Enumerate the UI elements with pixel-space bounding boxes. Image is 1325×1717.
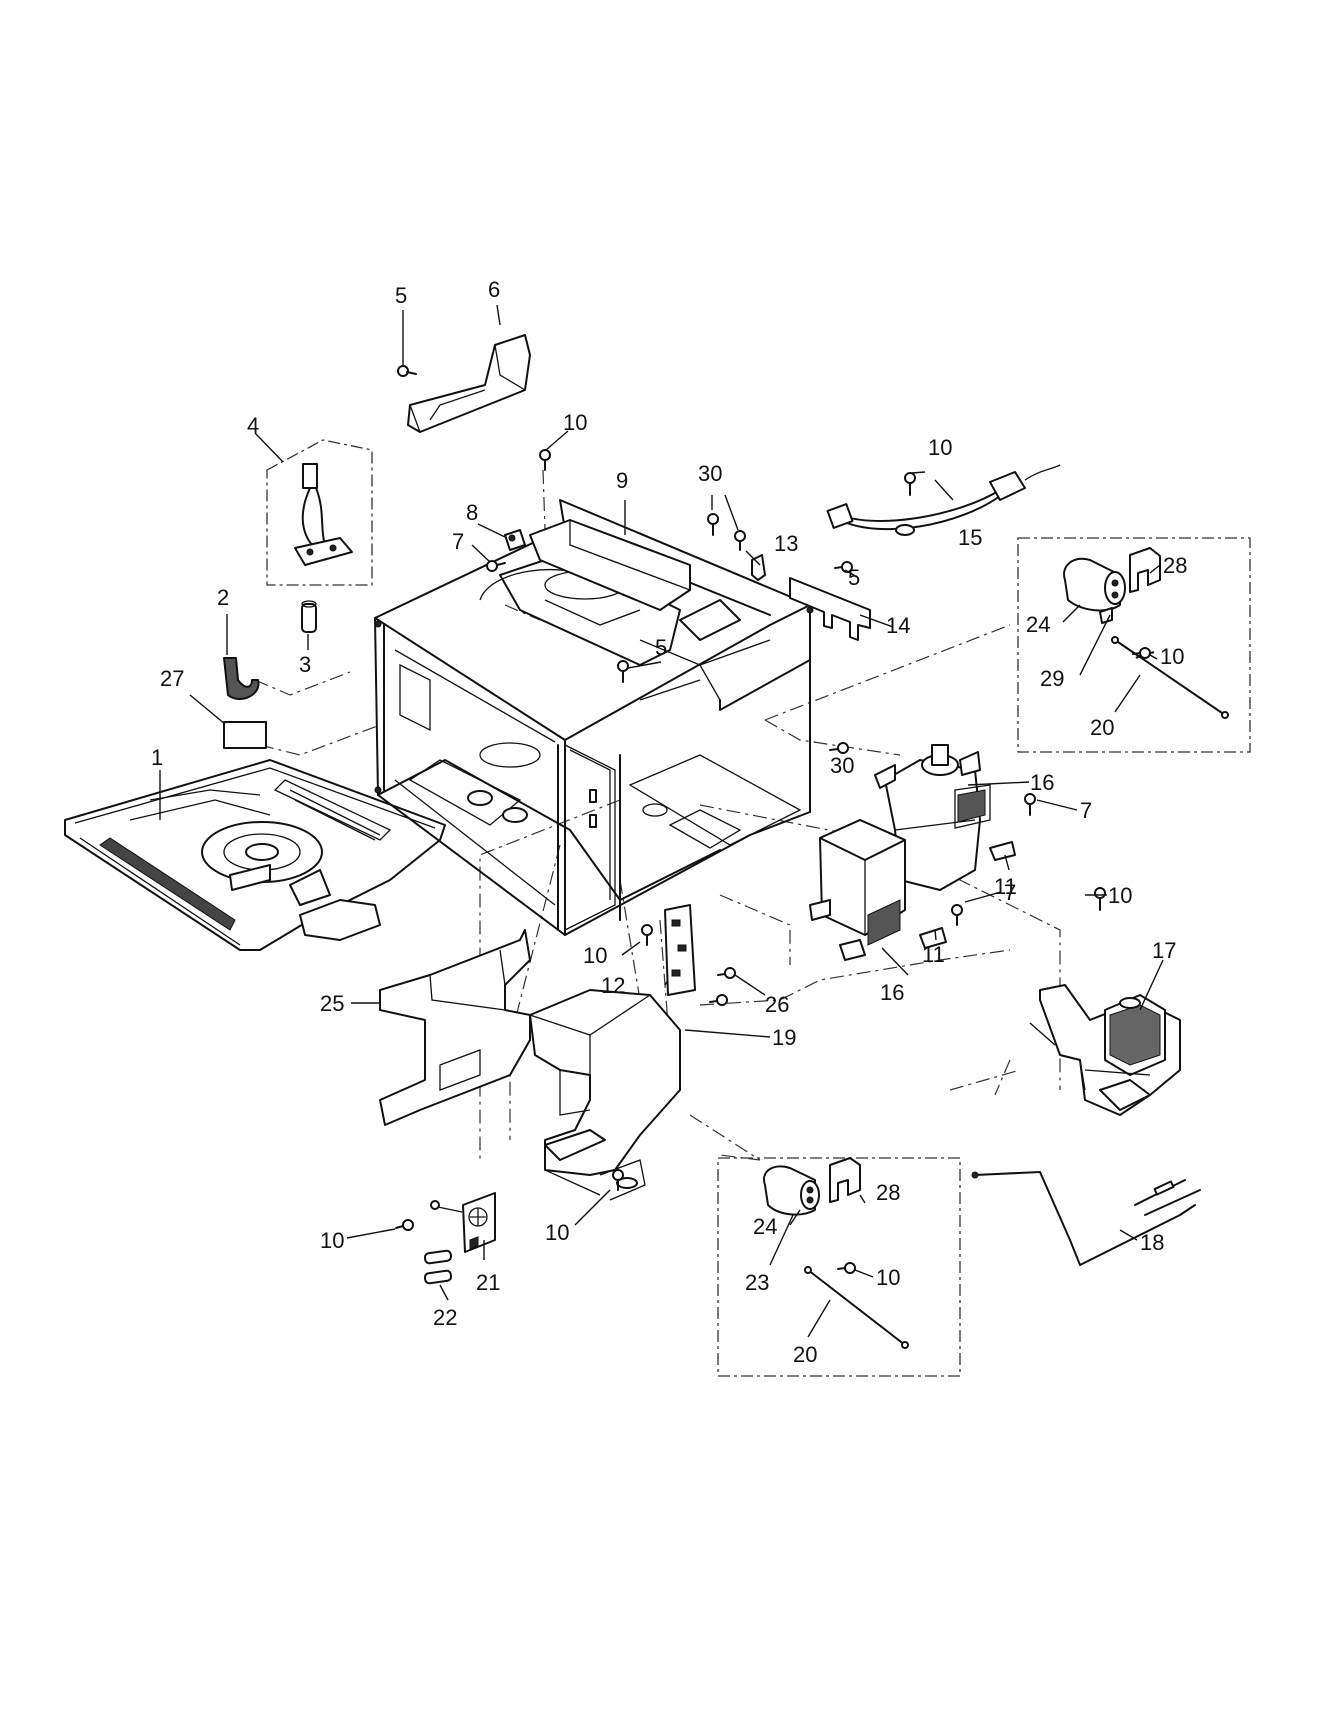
screw-icon (1024, 793, 1036, 816)
screw-icon (951, 904, 963, 926)
callout-12: 12 (601, 973, 625, 998)
callout-5: 5 (848, 565, 860, 590)
part-4-harness (294, 463, 353, 566)
screws (395, 365, 1151, 1274)
callout-28: 28 (1163, 553, 1187, 578)
callout-2: 2 (217, 585, 229, 610)
part-8-switch (504, 529, 526, 551)
part-19-waveguide (529, 989, 681, 1201)
callout-19: 19 (772, 1025, 796, 1050)
part-16-transformer-lower (809, 819, 906, 961)
part-22-fuses (423, 1249, 453, 1285)
part-1-bottom-tray (64, 759, 446, 951)
part-12-interlock (664, 904, 696, 996)
callout-18: 18 (1140, 1230, 1164, 1255)
part-18-wire (971, 1171, 1201, 1266)
callout-23: 23 (745, 1270, 769, 1295)
screw-icon (395, 1219, 414, 1231)
callout-5: 5 (655, 635, 667, 660)
part-21-board (430, 1192, 496, 1253)
screw-icon (612, 1169, 624, 1191)
screw-icon (709, 994, 728, 1006)
screw-icon (641, 924, 653, 946)
screw-icon (486, 560, 506, 572)
callout-11: 11 (922, 942, 945, 967)
callout-30: 30 (698, 461, 722, 486)
screw-icon (539, 449, 551, 471)
callout-15: 15 (958, 525, 982, 550)
callout-16: 16 (1030, 770, 1054, 795)
callout-30: 30 (830, 753, 854, 778)
screw-icon (834, 561, 853, 573)
callout-22: 22 (433, 1305, 457, 1330)
screw-icon (1132, 647, 1151, 659)
screw-icon (717, 967, 736, 979)
callout-10: 10 (545, 1220, 569, 1245)
part-3-fuse (301, 600, 317, 633)
callout-7: 7 (1080, 798, 1092, 823)
callout-20: 20 (1090, 715, 1114, 740)
callout-13: 13 (774, 531, 798, 556)
callout-26: 26 (765, 992, 789, 1017)
callout-6: 6 (488, 277, 500, 302)
oven-cavity-frame (374, 499, 814, 936)
screw-icon (617, 660, 629, 683)
screw-icon (734, 530, 746, 551)
callout-4: 4 (247, 413, 259, 438)
callout-10: 10 (876, 1265, 900, 1290)
part-17-fan-motor (1039, 984, 1181, 1116)
callout-20: 20 (793, 1342, 817, 1367)
part-2-clip (223, 657, 260, 700)
callout-28: 28 (876, 1180, 900, 1205)
callout-21: 21 (476, 1270, 500, 1295)
callout-5: 5 (395, 283, 407, 308)
part-15-power-cord (826, 464, 1061, 536)
part-9-duct (529, 519, 691, 611)
callout-10: 10 (320, 1228, 344, 1253)
callout-24: 24 (1026, 612, 1050, 637)
callout-14: 14 (886, 613, 910, 638)
part-16-magnetron-upper (874, 744, 991, 891)
part-25-bracket (379, 929, 531, 1126)
screw-icon (1094, 887, 1106, 911)
callout-24: 24 (753, 1214, 777, 1239)
callout-10: 10 (563, 410, 587, 435)
callout-29: 29 (1040, 666, 1064, 691)
callout-10: 10 (583, 943, 607, 968)
leader-lines (159, 304, 1164, 1338)
screw-icon (707, 513, 719, 536)
screw-icon (397, 365, 417, 377)
part-27-label (223, 721, 267, 749)
part-6-bracket (407, 334, 531, 433)
callout-3: 3 (299, 652, 311, 677)
screw-icon (829, 742, 849, 754)
part-13-hook (751, 554, 766, 581)
callout-11: 11 (994, 874, 1017, 899)
callout-8: 8 (466, 500, 478, 525)
callout-7: 7 (1004, 880, 1016, 905)
callout-17: 17 (1152, 938, 1176, 963)
callout-9: 9 (616, 468, 628, 493)
callout-25: 25 (320, 991, 344, 1016)
screw-icon (904, 472, 916, 496)
part-11-thermal-cutouts (919, 841, 1016, 949)
callout-27: 27 (160, 666, 184, 691)
callout-16: 16 (880, 980, 904, 1005)
screw-icon (837, 1262, 856, 1274)
callout-10: 10 (1160, 644, 1184, 669)
callout-labels: 5 6 4 10 9 8 7 30 10 15 13 5 14 5 2 3 27… (151, 277, 1187, 1367)
callout-10: 10 (1108, 883, 1132, 908)
part-14-bracket (789, 577, 871, 641)
callout-1: 1 (151, 745, 163, 770)
callout-10: 10 (928, 435, 952, 460)
top-box-parts (1063, 547, 1229, 719)
sub-assembly-boxes (266, 439, 1251, 1377)
lower-box-parts (763, 1157, 909, 1349)
callout-7: 7 (452, 529, 464, 554)
